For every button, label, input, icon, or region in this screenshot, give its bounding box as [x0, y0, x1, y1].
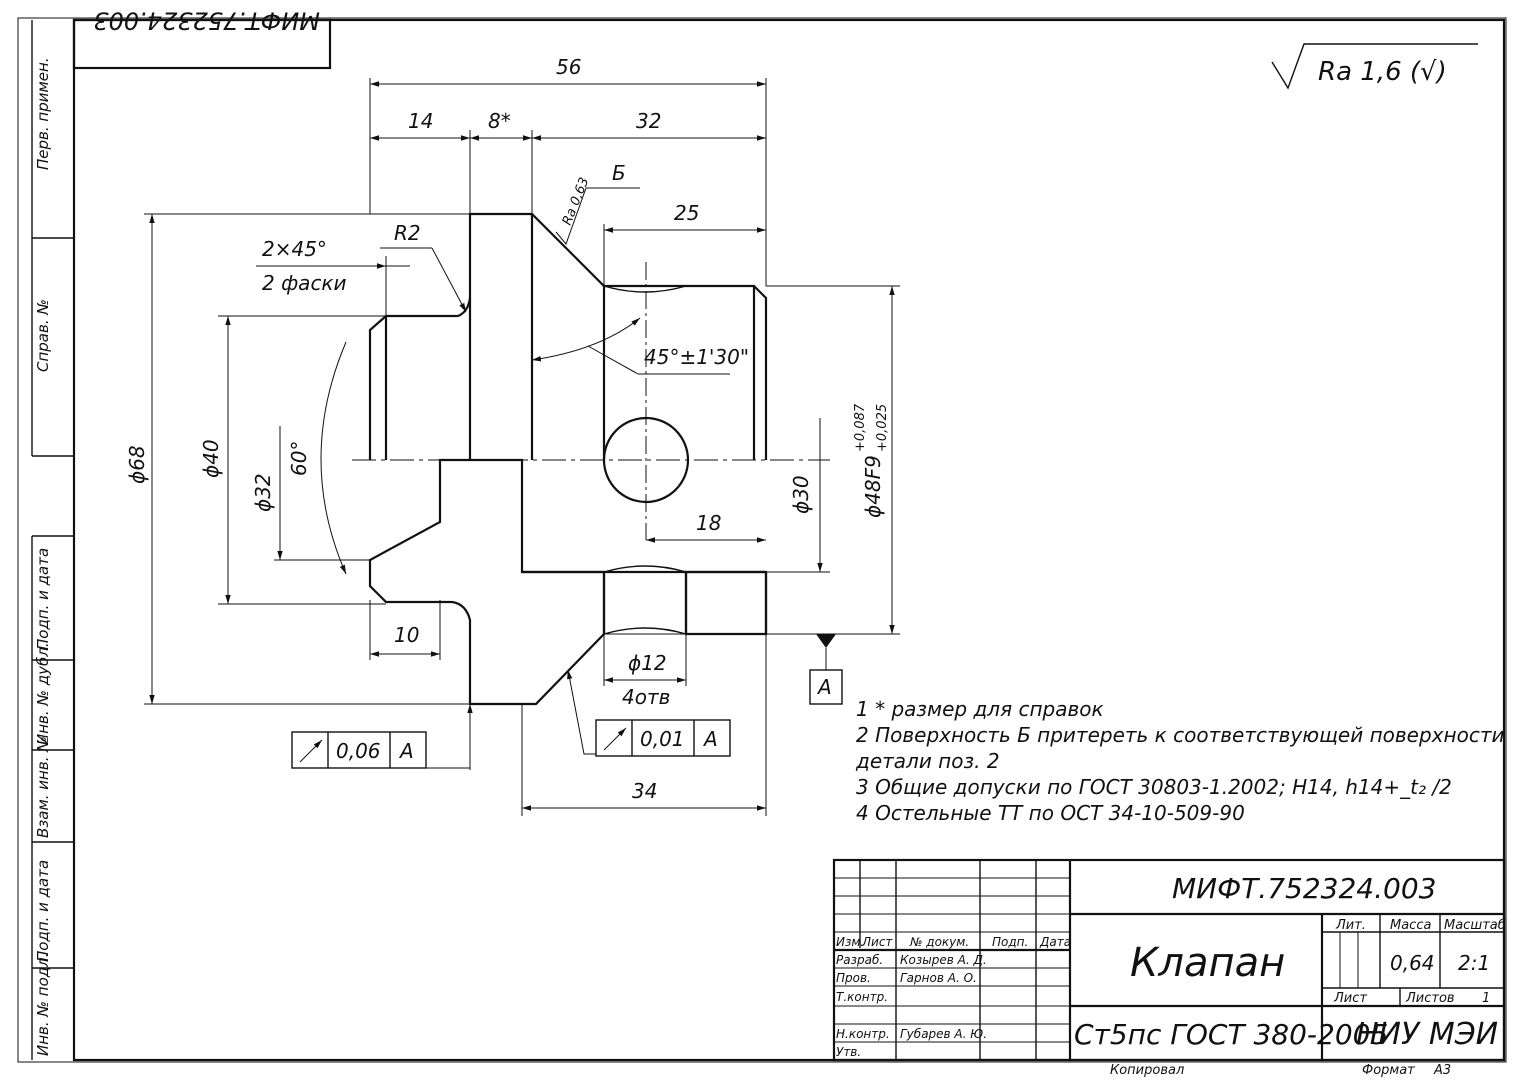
side-label-perv: Перв. примен.	[34, 57, 52, 170]
tol-frame-2-value: 0,01	[640, 727, 685, 751]
tb-material: Ст5пс ГОСТ 380-2005	[1074, 1018, 1388, 1051]
note-2b: детали поз. 2	[855, 749, 1000, 773]
roughness-text: Ra 1,6 (√)	[1318, 57, 1447, 87]
tb-scale-label: Масштаб	[1444, 918, 1506, 933]
title-block: МИФТ.752324.003 Клапан Ст5пс ГОСТ 380-20…	[832, 858, 1506, 1062]
inner-frame	[72, 18, 1506, 1062]
dim-dia40: ϕ40	[199, 439, 223, 478]
tb-lit-label: Лит.	[1335, 918, 1366, 933]
tol-frame-1-value: 0,06	[336, 739, 381, 763]
tb-name-0: Козырев А. Д.	[900, 953, 987, 967]
tb-role-1: Пров.	[836, 971, 871, 985]
outer-frame	[17, 17, 1507, 1063]
tb-name: Клапан	[1130, 940, 1285, 986]
dim-dia12: ϕ12	[628, 651, 667, 675]
corner-code: МИФТ.752324.003	[93, 6, 320, 34]
dim-chamfer-note: 2 фаски	[262, 271, 347, 295]
side-label-podp2: Подп. и дата	[34, 860, 52, 962]
note-1: 1 * размер для справок	[856, 697, 1104, 721]
tb-copied: Копировал	[1110, 1063, 1184, 1078]
note-3: 3 Общие допуски по ГОСТ 30803-1.2002; H1…	[856, 775, 1452, 799]
side-label-dubl: Инв. № дубл.	[34, 642, 52, 745]
tb-code: МИФТ.752324.003	[1172, 872, 1436, 905]
dimensions: 56 14 8* 32 25 Ra 0,63 Б R2 2×45° 2 фаск…	[125, 55, 900, 816]
dim-tol-lower: +0,025	[875, 404, 890, 452]
dim-32: 32	[636, 109, 661, 133]
dim-angle60: 60°	[287, 441, 311, 476]
dim-dia48: ϕ48F9	[861, 455, 885, 518]
corner-code-box: МИФТ.752324.003	[72, 6, 332, 70]
side-label-podl: Инв. № подл.	[34, 953, 52, 1056]
side-label-vzam: Взам. инв. №	[34, 736, 52, 838]
ra-063: Ra 0,63	[560, 175, 593, 227]
tb-sheets: 1	[1482, 991, 1490, 1006]
dim-10: 10	[394, 623, 419, 647]
dim-34: 34	[632, 779, 657, 803]
technical-notes: 1 * размер для справок 2 Поверхность Б п…	[855, 697, 1504, 825]
tb-h-doc: № докум.	[909, 935, 969, 949]
dim-chamfer: 2×45°	[262, 237, 327, 261]
dim-holes: 4отв	[622, 685, 670, 709]
tb-h-podp: Подп.	[992, 935, 1028, 949]
dim-r2: R2	[394, 221, 421, 245]
tb-name-3: Губарев А. Ю.	[900, 1027, 987, 1041]
note-2: 2 Поверхность Б притереть к соответствую…	[856, 723, 1504, 747]
side-label-sprav: Справ. №	[34, 299, 52, 372]
tb-mass-label: Масса	[1390, 918, 1431, 933]
side-label-podp1: Подп. и дата	[34, 548, 52, 650]
tb-format-label: Формат	[1362, 1063, 1415, 1078]
tb-mass: 0,64	[1390, 951, 1435, 975]
dim-14: 14	[408, 109, 433, 133]
tol-frame-1-datum: A	[398, 739, 414, 763]
tb-role-0: Разраб.	[836, 953, 883, 967]
tb-name-1: Гарнов А. О.	[900, 971, 977, 985]
tb-sheet-label: Лист	[1333, 991, 1367, 1006]
section-right	[684, 570, 768, 636]
dim-dia32: ϕ32	[251, 473, 275, 512]
dim-tol-upper: +0,087	[853, 403, 868, 452]
tb-role-2: Т.контр.	[836, 990, 888, 1004]
tb-h-data: Дата	[1039, 935, 1071, 949]
part-view	[352, 212, 900, 706]
dim-angle45: 45°±1'30"	[644, 345, 749, 369]
tb-h-list: Лист	[861, 935, 893, 949]
tb-sheets-label: Листов	[1405, 991, 1455, 1006]
tb-scale: 2:1	[1458, 951, 1490, 975]
upper-outline	[368, 212, 768, 460]
side-strip: Перв. примен. Справ. № Подп. и дата Инв.…	[31, 20, 74, 1060]
tb-role-3: Н.контр.	[836, 1027, 890, 1041]
tol-frame-2-datum: A	[702, 727, 718, 751]
dim-8: 8*	[488, 109, 511, 133]
datum-a: A	[816, 675, 832, 699]
section-left	[368, 458, 606, 706]
label-b: Б	[612, 161, 626, 185]
dim-25: 25	[674, 201, 699, 225]
tolerance-frame-1: 0,06 A	[291, 704, 473, 770]
tb-format: А3	[1433, 1063, 1451, 1078]
tolerance-frame-2: 0,01 A	[567, 669, 731, 757]
dim-18: 18	[696, 511, 721, 535]
tb-org: НИУ МЭИ	[1356, 1017, 1498, 1052]
general-roughness: Ra 1,6 (√)	[1271, 43, 1478, 90]
dim-56: 56	[556, 55, 581, 79]
tb-role-4: Утв.	[836, 1045, 861, 1059]
dim-dia30: ϕ30	[789, 475, 813, 514]
tb-h-izm: Изм.	[836, 935, 864, 949]
note-4: 4 Остельные ТТ по ОСТ 34-10-509-90	[856, 801, 1245, 825]
dim-dia68: ϕ68	[125, 445, 149, 484]
